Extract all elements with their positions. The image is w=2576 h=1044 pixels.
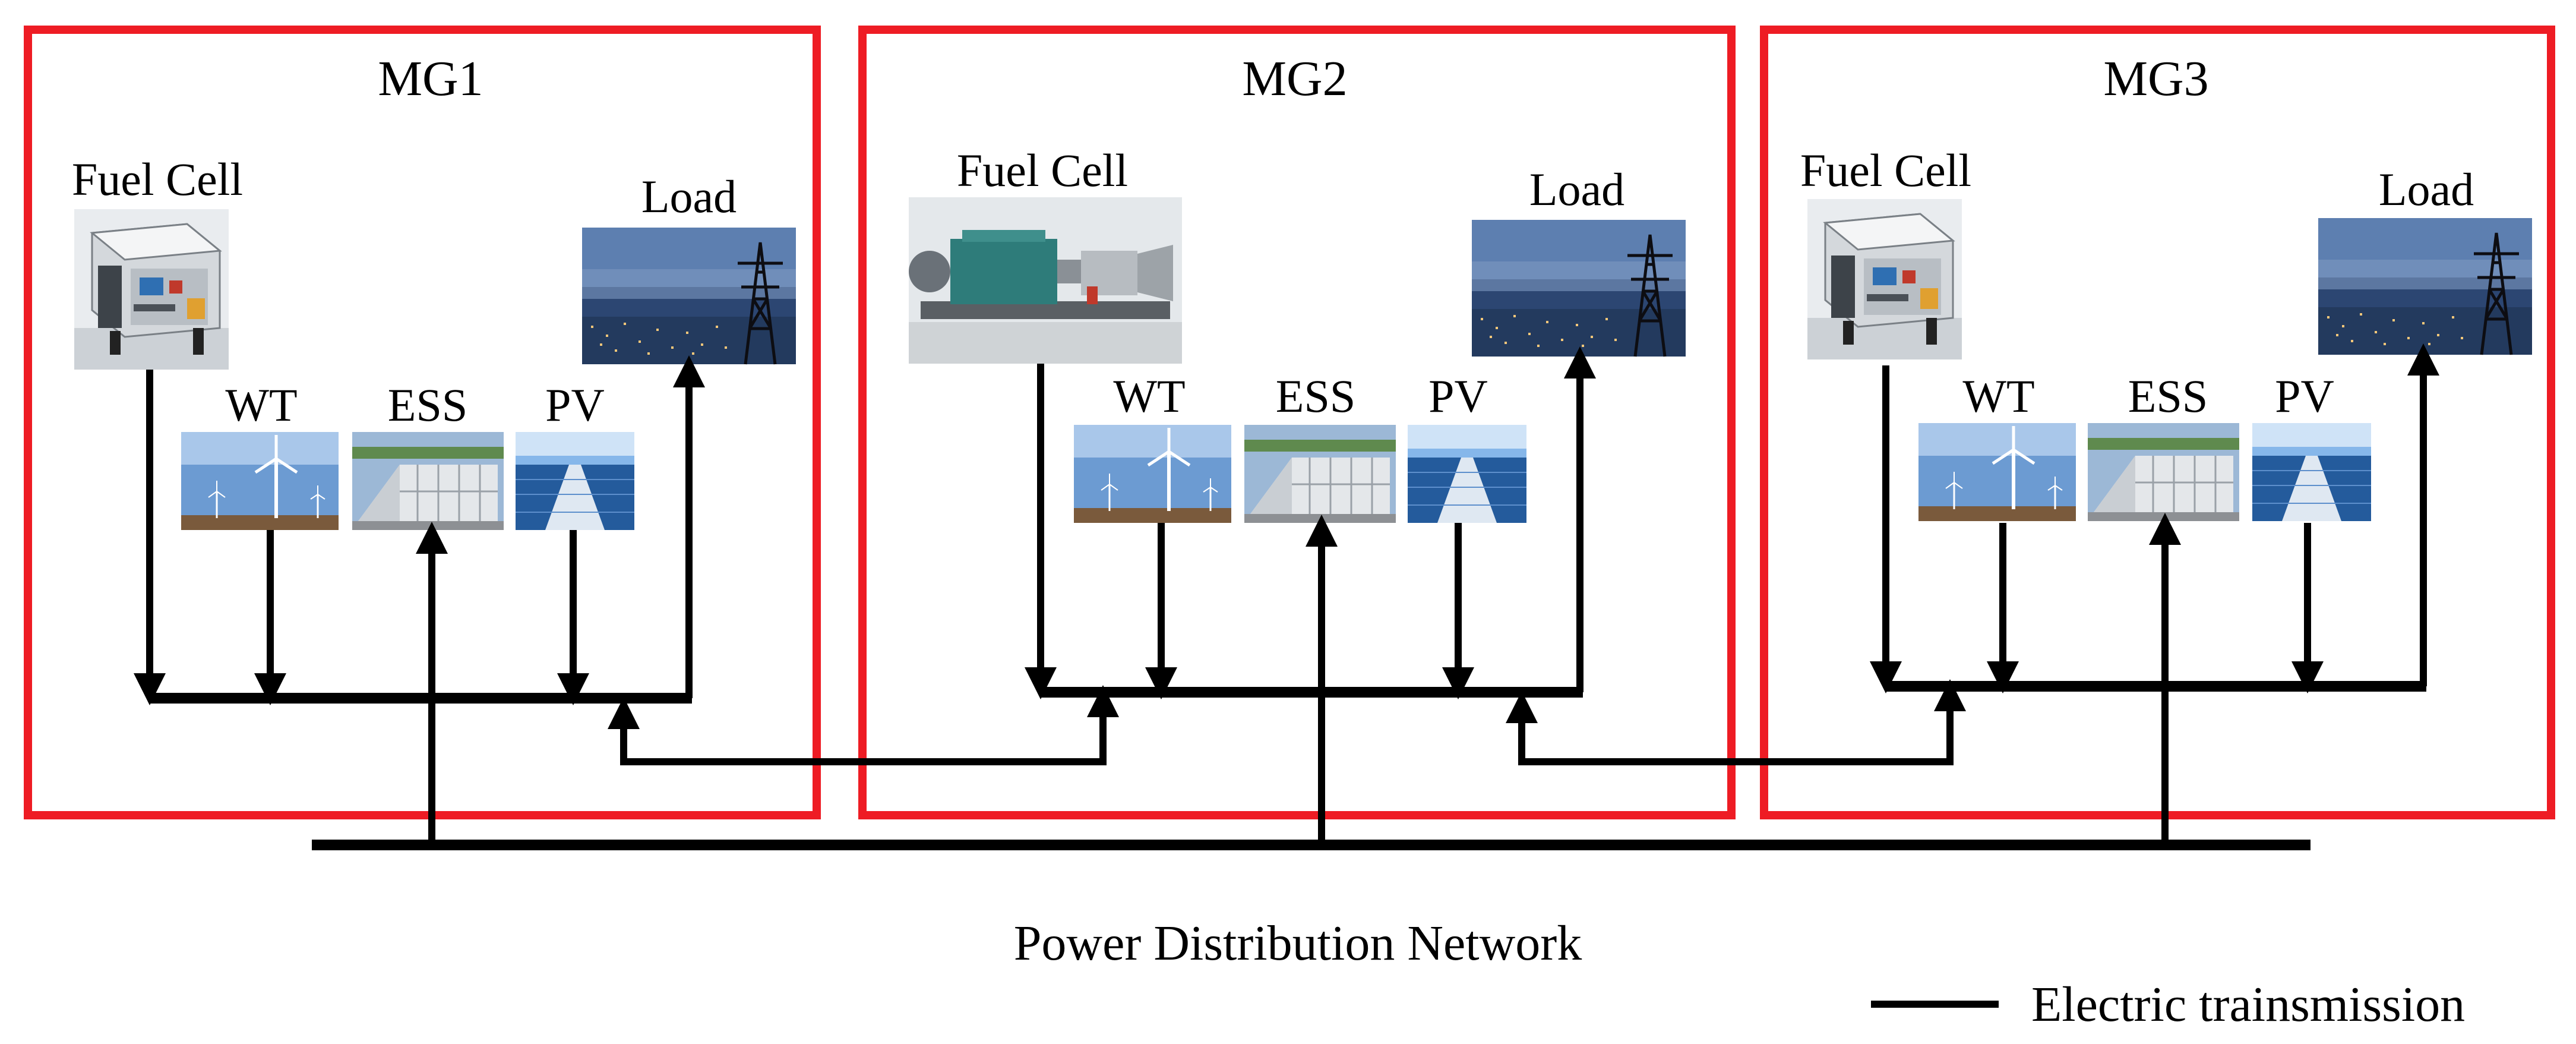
mg3-load-image <box>2318 218 2532 355</box>
mg3-fuel-cell-label: Fuel Cell <box>1800 144 1971 196</box>
mg1-load-image <box>582 228 796 364</box>
mg3-title: MG3 <box>2103 51 2208 106</box>
mg2-bus-wires <box>1025 346 1596 844</box>
mg1-fuel-cell-image <box>73 208 230 371</box>
mg1-title: MG1 <box>378 51 483 106</box>
mg2-fuel-cell-image <box>909 197 1182 364</box>
mg3-ess-label: ESS <box>2128 370 2208 422</box>
legend-label: Electric trainsmission <box>2031 977 2465 1032</box>
mg1-load-label: Load <box>641 171 737 222</box>
mg3-wt-image <box>1918 423 2076 521</box>
mg3-fuel-cell-image <box>1806 198 1963 361</box>
mg3-pv-image <box>2252 422 2372 522</box>
mg1-ess-image <box>351 431 505 531</box>
mg2-pv-image <box>1407 424 1527 523</box>
network-label: Power Distribution Network <box>1014 916 1582 971</box>
mg3-pv-label: PV <box>2275 370 2334 422</box>
mg2-pv-label: PV <box>1428 370 1488 422</box>
mg2-ess-image <box>1243 424 1397 524</box>
mg3-bus-wires <box>1870 343 2439 844</box>
mg1-wt-image <box>181 432 339 530</box>
mg2-load-image <box>1472 220 1686 357</box>
mg2-ess-label: ESS <box>1276 370 1355 422</box>
mg2-wt-image <box>1074 425 1231 523</box>
legend: Electric trainsmission <box>1871 977 2465 1032</box>
mg1-bus-wires <box>134 355 705 844</box>
mg3-wt-label: WT <box>1962 370 2034 422</box>
mg1-wt-label: WT <box>225 379 297 431</box>
mg2-load-label: Load <box>1529 163 1624 215</box>
mg1-fuel-cell-label: Fuel Cell <box>72 153 243 205</box>
mg1-ess-label: ESS <box>388 379 467 431</box>
mg1-pv-label: PV <box>545 379 605 431</box>
mg1-boundary <box>24 26 821 819</box>
mg1-mg2-tie-line <box>608 685 1119 765</box>
mg3-load-label: Load <box>2379 163 2474 215</box>
mg3-ess-image <box>2087 422 2240 522</box>
mg2-mg3-tie-line <box>1506 679 1966 765</box>
mg2-wt-label: WT <box>1113 370 1185 422</box>
mg2-boundary <box>858 26 1736 819</box>
mg2-title: MG2 <box>1242 51 1347 106</box>
mg1-pv-image <box>515 431 635 531</box>
mg3-boundary <box>1760 26 2555 819</box>
mg2-fuel-cell-label: Fuel Cell <box>957 144 1128 196</box>
